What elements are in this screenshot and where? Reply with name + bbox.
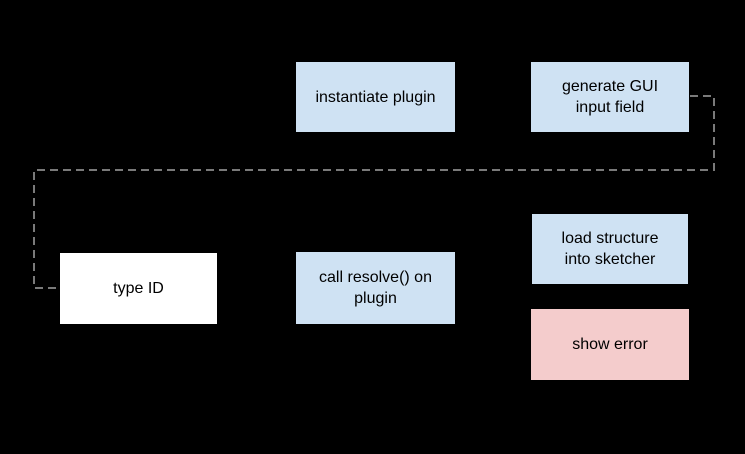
node-show-error: show error xyxy=(530,308,690,381)
node-label: load structure into sketcher xyxy=(561,230,659,268)
node-type-id: type ID xyxy=(59,252,218,325)
node-call-resolve-on-plugin: call resolve() on plugin xyxy=(295,251,456,325)
node-label: instantiate plugin xyxy=(315,88,436,106)
node-load-structure-into-sketcher: load structure into sketcher xyxy=(531,213,689,285)
node-generate-gui-input-field: generate GUI input field xyxy=(530,61,690,133)
node-instantiate-plugin: instantiate plugin xyxy=(295,61,456,133)
node-label: type ID xyxy=(113,280,164,297)
node-label: call resolve() on plugin xyxy=(319,269,432,307)
node-label: show error xyxy=(572,336,648,353)
node-label: generate GUI input field xyxy=(561,78,659,116)
